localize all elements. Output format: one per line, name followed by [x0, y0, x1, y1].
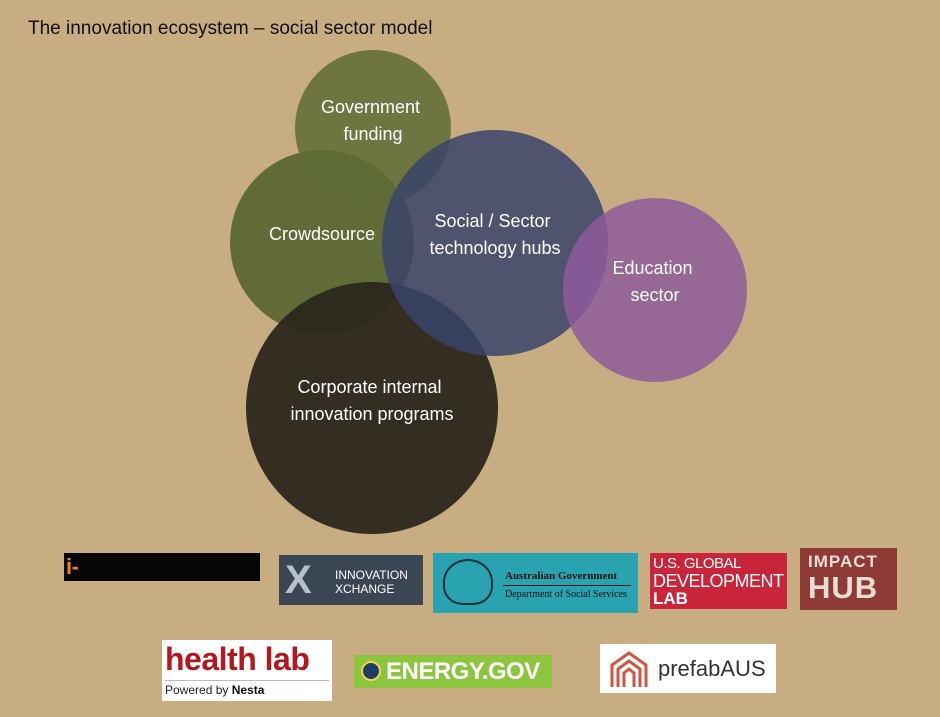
dss-divider	[503, 585, 631, 586]
government-funding-label: Government funding	[321, 97, 425, 144]
education-sector-label: Education sector	[612, 258, 697, 305]
usgdl-line1: U.S. GLOBAL	[653, 555, 741, 572]
corporate-programs-circle	[246, 282, 498, 534]
social-sector-hubs-circle	[382, 130, 608, 356]
innovation-xchange-logo: X INNOVATION XCHANGE	[279, 555, 423, 605]
prefab-aus-logo: prefabAUS	[600, 644, 776, 693]
health-lab-powered-by: Powered by Nesta	[165, 683, 264, 697]
dss-logo: Australian Government Department of Soci…	[433, 553, 638, 613]
diagram-title: The innovation ecosystem – social sector…	[28, 18, 433, 39]
dss-line2: Department of Social Services	[505, 589, 627, 600]
corporate-programs-label: Corporate internal innovation programs	[290, 377, 453, 424]
health-lab-logo: health lab Powered by Nesta	[162, 640, 332, 701]
innovation-xchange-line1: INNOVATION	[335, 568, 408, 582]
impact-hub-line2: HUB	[808, 570, 879, 605]
health-lab-wordmark: health lab	[165, 641, 310, 677]
usgdl-line3: LAB	[653, 589, 688, 608]
impact-hub-logo: IMPACT HUB	[800, 548, 897, 610]
social-sector-hubs-label: Social / Sector technology hubs	[429, 211, 560, 258]
i-manufacturing-logo: i-MANUFACTURING	[64, 553, 260, 581]
energy-gov-wordmark: ENERGY.GOV	[386, 658, 540, 685]
education-sector-circle	[563, 198, 747, 382]
us-global-development-lab-logo: U.S. GLOBAL DEVELOPMENT LAB	[650, 553, 787, 609]
prefab-house-icon	[610, 651, 648, 687]
powered-by-prefix: Powered by	[165, 683, 229, 697]
i-manufacturing-wordmark: i-MANUFACTURING	[66, 554, 79, 579]
energy-gov-logo: ENERGY.GOV	[354, 655, 552, 688]
usgdl-line2: DEVELOPMENT	[653, 571, 784, 591]
x-mark-icon: X	[285, 558, 312, 602]
coat-of-arms-icon	[443, 559, 493, 605]
impact-hub-line1: IMPACT	[808, 552, 878, 571]
prefab-aus-wordmark: prefabAUS	[658, 656, 766, 681]
crowdsource-label: Crowdsource	[269, 224, 375, 244]
health-lab-divider	[165, 680, 329, 681]
doe-seal-icon	[361, 661, 381, 681]
innovation-xchange-line2: XCHANGE	[335, 582, 395, 596]
nesta-name: Nesta	[231, 683, 265, 697]
venn-diagram: Crowdsource Government funding Corporate…	[230, 50, 747, 534]
dss-line1: Australian Government	[505, 570, 618, 582]
